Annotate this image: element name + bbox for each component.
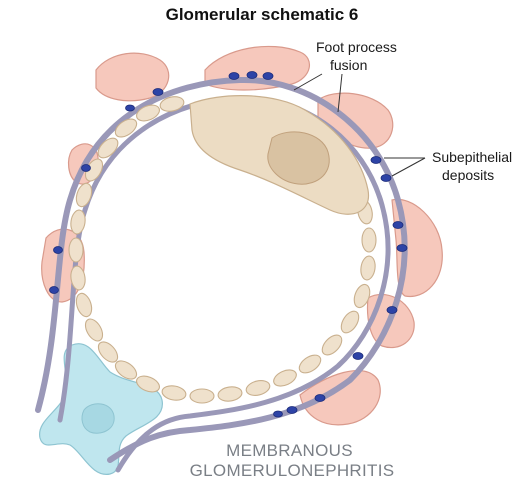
- leader-lines: [293, 73, 426, 177]
- endothelial-segment: [298, 354, 322, 374]
- diagram-title: Glomerular schematic 6: [166, 5, 359, 24]
- gbm-outer: [35, 76, 408, 463]
- deposit: [273, 410, 283, 418]
- label-foot-process-line2: fusion: [330, 57, 367, 73]
- label-foot-process: Foot process fusion: [316, 39, 401, 73]
- deposit: [392, 221, 404, 229]
- leader-foot-process-2: [337, 73, 343, 113]
- endothelial-segment: [70, 265, 86, 291]
- endothelial-segment: [136, 375, 160, 393]
- deposit: [396, 244, 408, 252]
- label-foot-process-line1: Foot process: [316, 39, 397, 55]
- endothelial-nucleus: [267, 131, 330, 185]
- deposit: [262, 72, 274, 80]
- endothelial-segment: [361, 227, 377, 253]
- endothelial-segment: [161, 385, 187, 401]
- podocyte-bottom-right: [299, 370, 381, 426]
- deposit: [380, 174, 392, 182]
- endothelial-segment: [75, 292, 93, 318]
- caption-line2: GLOMERULONEPHRITIS: [190, 461, 395, 480]
- endothelial-segment: [97, 341, 119, 363]
- endothelial-segment: [70, 209, 86, 235]
- label-subepithelial-line2: deposits: [442, 167, 494, 183]
- deposit: [53, 246, 63, 254]
- podocyte-top-left: [95, 52, 170, 102]
- deposit: [125, 104, 135, 112]
- endothelial-segment: [84, 318, 104, 342]
- deposit: [152, 88, 164, 96]
- deposit: [81, 164, 91, 172]
- deposit: [314, 394, 326, 402]
- endothelial-segment: [114, 360, 138, 380]
- deposit: [286, 406, 298, 414]
- deposit: [352, 352, 364, 360]
- endothelial-segment: [189, 388, 215, 404]
- endothelial-segment: [321, 334, 343, 356]
- endothelium: [68, 96, 377, 404]
- endothelial-segment: [97, 137, 119, 159]
- leader-foot-process-1: [293, 73, 323, 91]
- deposit: [49, 286, 59, 294]
- endothelial-segment: [159, 96, 185, 112]
- deposit: [246, 71, 258, 79]
- leader-subepithelial-2: [391, 157, 426, 177]
- deposit: [370, 156, 382, 164]
- endothelial-segment: [360, 255, 376, 281]
- endothelial-segment: [68, 237, 84, 263]
- endothelial-segment: [75, 182, 93, 208]
- label-subepithelial-line1: Subepithelial: [432, 149, 512, 165]
- endothelial-segment: [353, 283, 371, 309]
- deposit: [228, 72, 240, 80]
- mesangial-nucleus: [81, 403, 115, 434]
- endothelial-segment: [273, 369, 297, 387]
- endothelial-segment: [114, 118, 138, 138]
- subepithelial-deposits: [49, 71, 408, 418]
- endothelial-segment: [245, 380, 271, 396]
- deposit: [386, 306, 398, 314]
- label-subepithelial: Subepithelial deposits: [432, 149, 516, 183]
- caption: MEMBRANOUS GLOMERULONEPHRITIS: [190, 441, 395, 480]
- endothelial-segment: [136, 104, 160, 122]
- endothelial-segment: [340, 310, 360, 334]
- caption-line1: MEMBRANOUS: [226, 441, 353, 460]
- endothelial-segment: [217, 386, 243, 402]
